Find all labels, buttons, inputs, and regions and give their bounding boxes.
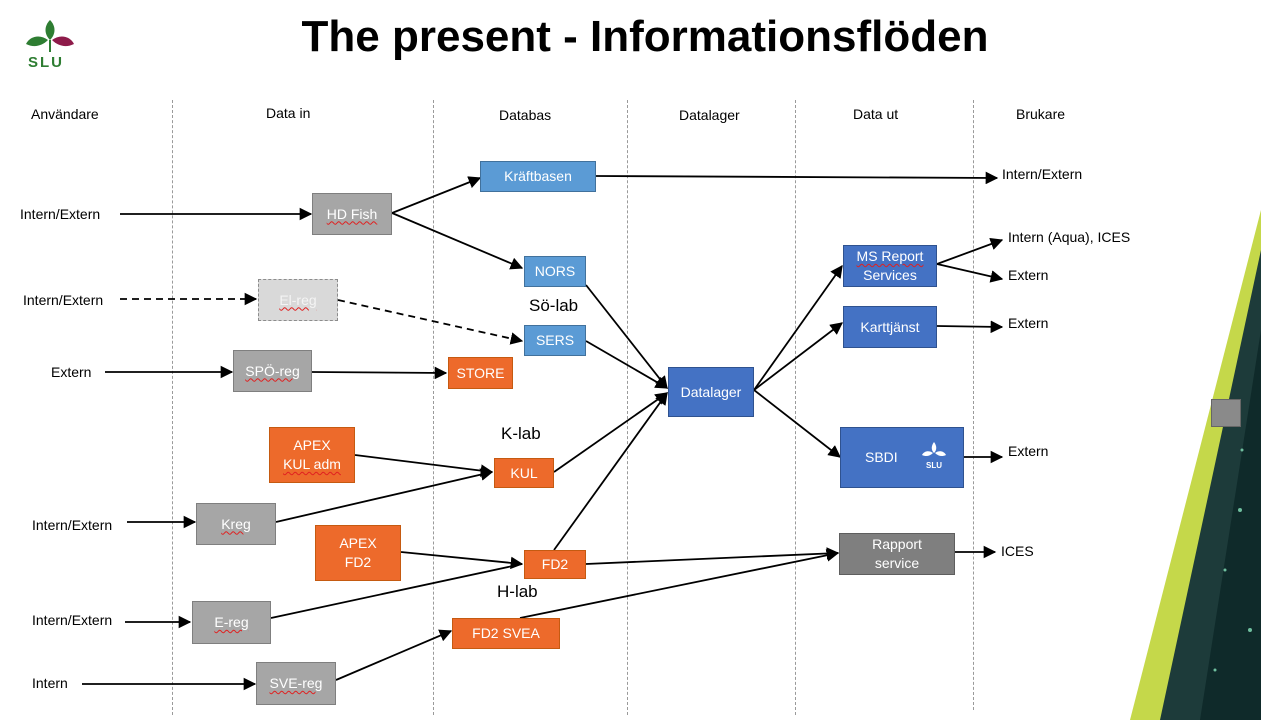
- arrow: [354, 454, 494, 477]
- consumer-label: Extern: [1008, 315, 1049, 331]
- arrow: [519, 549, 840, 619]
- user-label: Intern/Extern: [23, 292, 104, 308]
- slu-logo-icon: [26, 20, 74, 52]
- box-datalager: Datalager: [668, 367, 754, 417]
- arrow: [337, 299, 524, 345]
- user-label: Intern/Extern: [32, 517, 113, 533]
- arrow: [400, 551, 524, 570]
- box-kraftbasen: Kräftbasen: [480, 161, 596, 192]
- box-kul: KUL: [494, 458, 554, 488]
- user-label: Intern: [32, 675, 68, 691]
- column-divider: [795, 100, 796, 715]
- box-store: STORE: [448, 357, 513, 389]
- lab-label-so: Sö-lab: [529, 296, 579, 315]
- arrow: [753, 322, 844, 391]
- column-header-brukare: Brukare: [1016, 106, 1066, 122]
- arrow: [753, 264, 843, 391]
- column-header-data-ut: Data ut: [853, 106, 899, 122]
- decorative-square: [1211, 399, 1241, 427]
- box-kreg: Kreg: [196, 503, 276, 545]
- consumer-label: Extern: [1008, 267, 1049, 283]
- arrow: [553, 391, 668, 551]
- consumer-label: Intern/Extern: [1002, 166, 1083, 182]
- arrow: [936, 238, 1004, 265]
- slu-leaf-icon: SLU: [922, 442, 946, 470]
- arrow: [585, 284, 668, 389]
- box-hd-fish: HD Fish: [312, 193, 392, 235]
- arrow: [391, 176, 482, 214]
- svg-text:SLU: SLU: [926, 461, 942, 470]
- arrow: [753, 389, 841, 458]
- box-el-reg: El-reg: [258, 279, 338, 321]
- column-divider: [172, 100, 173, 715]
- user-label: Extern: [51, 364, 92, 380]
- box-sve-reg: SVE-reg: [256, 662, 336, 705]
- column-header-databas: Databas: [499, 107, 552, 123]
- page-title: The present - Informationsflöden: [301, 12, 989, 61]
- lab-label-k: K-lab: [501, 424, 541, 443]
- box-sers: SERS: [524, 325, 586, 356]
- user-label: Intern/Extern: [32, 612, 113, 628]
- arrow: [275, 468, 494, 523]
- column-header-datalager: Datalager: [679, 107, 740, 123]
- column-header-data-in: Data in: [266, 105, 311, 121]
- column-divider: [627, 100, 628, 715]
- box-sbdi: SBDI SLU: [840, 427, 964, 488]
- column-header-anvandare: Användare: [31, 106, 99, 122]
- arrow: [311, 366, 448, 380]
- user-label: Intern/Extern: [20, 206, 101, 222]
- box-nors: NORS: [524, 256, 586, 287]
- column-divider: [433, 100, 434, 715]
- arrow: [585, 340, 669, 389]
- arrow: [936, 320, 1004, 334]
- logo-text: SLU: [28, 54, 64, 71]
- arrow: [270, 563, 523, 619]
- box-karttjanst: Karttjänst: [843, 306, 937, 348]
- consumer-label: ICES: [1001, 543, 1034, 559]
- arrow: [391, 212, 524, 270]
- arrow: [335, 629, 453, 681]
- arrow: [553, 392, 669, 473]
- decorative-graphic: [1130, 210, 1261, 720]
- consumer-label: Intern (Aqua), ICES: [1008, 229, 1131, 245]
- box-e-reg: E-reg: [192, 601, 271, 644]
- consumer-label: Extern: [1008, 443, 1049, 459]
- box-fd2: FD2: [524, 550, 586, 579]
- column-divider: [973, 100, 974, 710]
- arrow: [585, 547, 840, 565]
- box-fd2-svea: FD2 SVEA: [452, 618, 560, 649]
- arrow: [936, 263, 1004, 283]
- lab-label-h: H-lab: [497, 582, 538, 601]
- arrow: [595, 171, 999, 185]
- box-spo-reg: SPÖ-reg: [233, 350, 312, 392]
